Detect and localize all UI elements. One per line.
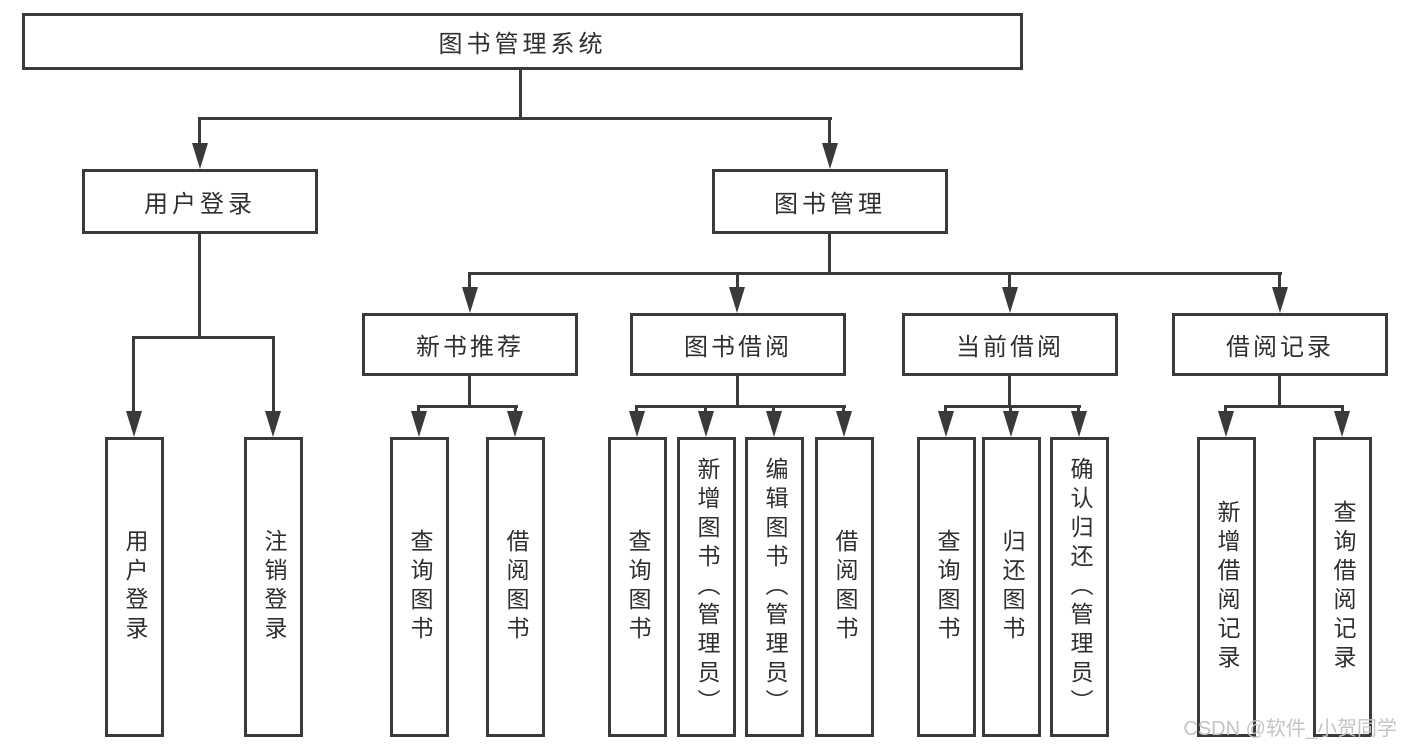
arrowhead-down-icon xyxy=(192,143,208,169)
node-label: 图书借阅 xyxy=(684,334,792,361)
leaf-return-book: 归还图书 xyxy=(982,437,1041,737)
arrowhead-down-icon xyxy=(462,287,478,313)
connector-leaf-drop xyxy=(842,405,845,413)
node-label: 借阅图书 xyxy=(503,529,529,645)
leaf-user-login: 用户登录 xyxy=(105,437,164,737)
arrowhead-down-icon xyxy=(1002,287,1018,313)
arrowhead-down-icon xyxy=(629,411,645,437)
connector-leaf-drop xyxy=(514,405,517,413)
node-new-book-recommend: 新书推荐 xyxy=(362,313,578,376)
node-book-borrow: 图书借阅 xyxy=(630,313,846,376)
arrowhead-down-icon xyxy=(698,411,714,437)
node-label: 图书管理系统 xyxy=(438,31,607,58)
arrowhead-down-icon xyxy=(822,143,838,169)
leaf-add-borrow-record: 新增借阅记录 xyxy=(1197,437,1256,737)
connector-leaf-drop xyxy=(944,405,947,413)
leaf-edit-book-admin: 编辑图书（管理员） xyxy=(745,437,804,737)
node-label: 注销登录 xyxy=(261,529,287,645)
arrowhead-down-icon xyxy=(1272,287,1288,313)
node-label: 查询图书 xyxy=(934,529,960,645)
connector-leaf-drop xyxy=(417,405,420,413)
arrowhead-down-icon xyxy=(265,411,281,437)
connector-record-stem xyxy=(1278,376,1281,405)
leaf-logout: 注销登录 xyxy=(244,437,303,737)
arrowhead-down-icon xyxy=(766,411,782,437)
connector-leaf-drop xyxy=(704,405,707,413)
node-label: 确认归还（管理员） xyxy=(1067,456,1093,718)
leaf-query-borrow-record: 查询借阅记录 xyxy=(1313,437,1372,737)
node-label: 图书管理 xyxy=(774,191,886,218)
node-label: 新书推荐 xyxy=(416,334,524,361)
connector-borrow-stem xyxy=(736,376,739,405)
connector-book-mgmt-stem xyxy=(828,234,831,272)
leaf-query-book-recommend: 查询图书 xyxy=(390,437,449,737)
connector-level2-bar xyxy=(468,272,1282,275)
connector-borrow-bar xyxy=(635,405,846,408)
connector-recommend-stem xyxy=(468,376,471,405)
arrowhead-down-icon xyxy=(1071,411,1087,437)
node-label: 用户登录 xyxy=(144,191,256,218)
connector-leaf-drop xyxy=(272,336,275,413)
node-library-system: 图书管理系统 xyxy=(22,13,1023,70)
connector-user-login-bar xyxy=(132,336,275,339)
arrowhead-down-icon xyxy=(1334,411,1350,437)
leaf-borrow-book-recommend: 借阅图书 xyxy=(486,437,545,737)
arrowhead-down-icon xyxy=(1003,411,1019,437)
node-label: 查询图书 xyxy=(407,529,433,645)
connector-leaf-drop xyxy=(1224,405,1227,413)
arrowhead-down-icon xyxy=(729,287,745,313)
connector-leaf-drop xyxy=(132,336,135,413)
node-label: 编辑图书（管理员） xyxy=(762,456,788,718)
connector-leaf-drop xyxy=(1077,405,1080,413)
connector-current-bar xyxy=(944,405,1081,408)
connector-recommend-bar xyxy=(417,405,518,408)
arrowhead-down-icon xyxy=(507,411,523,437)
leaf-query-book-borrow: 查询图书 xyxy=(608,437,667,737)
connector-leaf-drop xyxy=(1009,405,1012,413)
leaf-borrow-book: 借阅图书 xyxy=(815,437,874,737)
connector-module-drop xyxy=(1278,272,1281,289)
node-label: 查询借阅记录 xyxy=(1330,500,1356,674)
connector-user-login-drop xyxy=(198,117,201,145)
node-user-login: 用户登录 xyxy=(82,169,318,234)
connector-module-drop xyxy=(1008,272,1011,289)
arrowhead-down-icon xyxy=(411,411,427,437)
node-label: 归还图书 xyxy=(999,529,1025,645)
connector-record-bar xyxy=(1224,405,1344,408)
connector-root-stem xyxy=(519,69,522,117)
node-label: 用户登录 xyxy=(122,529,148,645)
connector-level1-bar xyxy=(198,117,832,120)
node-current-borrow: 当前借阅 xyxy=(902,313,1118,376)
connector-book-mgmt-drop xyxy=(828,117,831,145)
node-label: 新增图书（管理员） xyxy=(694,456,720,718)
connector-module-drop xyxy=(468,272,471,289)
leaf-add-book-admin: 新增图书（管理员） xyxy=(677,437,736,737)
watermark-text: CSDN @软件_小贺同学 xyxy=(1183,718,1397,740)
arrowhead-down-icon xyxy=(126,411,142,437)
node-label: 新增借阅记录 xyxy=(1214,500,1240,674)
connector-current-stem xyxy=(1008,376,1011,405)
arrowhead-down-icon xyxy=(1218,411,1234,437)
arrowhead-down-icon xyxy=(836,411,852,437)
connector-leaf-drop xyxy=(1341,405,1344,413)
node-label: 当前借阅 xyxy=(956,334,1064,361)
connector-leaf-drop xyxy=(635,405,638,413)
node-label: 查询图书 xyxy=(625,529,651,645)
connector-leaf-drop xyxy=(772,405,775,413)
node-label: 借阅图书 xyxy=(832,529,858,645)
leaf-query-book-current: 查询图书 xyxy=(917,437,976,737)
node-borrow-record: 借阅记录 xyxy=(1172,313,1388,376)
connector-module-drop xyxy=(736,272,739,289)
node-label: 借阅记录 xyxy=(1226,334,1334,361)
node-book-management: 图书管理 xyxy=(712,169,948,234)
arrowhead-down-icon xyxy=(938,411,954,437)
leaf-confirm-return-admin: 确认归还（管理员） xyxy=(1050,437,1109,737)
connector-user-login-stem xyxy=(198,234,201,336)
